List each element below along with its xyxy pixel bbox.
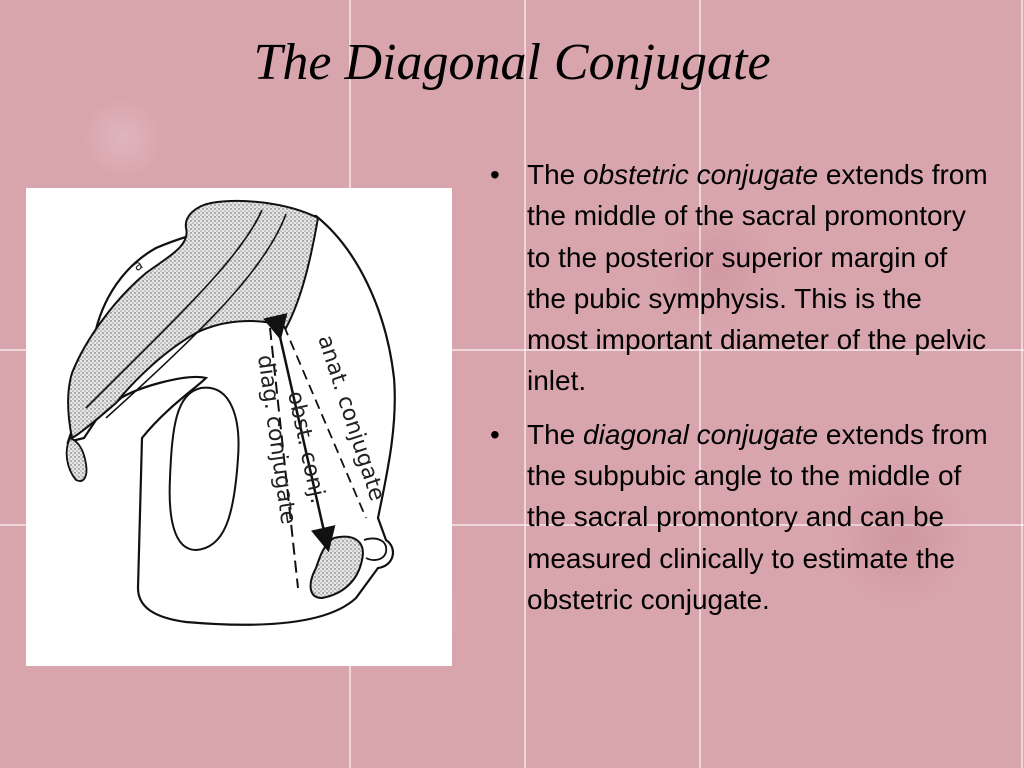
pubic-ramus: [363, 537, 388, 561]
bullet-term-diagonal: diagonal conjugate: [583, 418, 819, 450]
bullet-lead: The: [527, 418, 584, 450]
bullet-dot: •: [490, 418, 500, 450]
bullet-list: • The obstetric conjugate extends from t…: [490, 154, 990, 632]
obturator-foramen: [168, 386, 240, 552]
coccyx: [65, 436, 88, 482]
pelvis-diagram: anat. conjugate obst. conj. diag. conjug…: [26, 188, 452, 666]
sacral-line-2: [105, 213, 287, 419]
sacral-line-1: [85, 209, 263, 409]
bullet-dot: •: [490, 159, 500, 190]
pelvis-diagram-svg: anat. conjugate obst. conj. diag. conjug…: [65, 199, 396, 626]
bullet-rest: extends from the middle of the sacral pr…: [527, 159, 988, 397]
bullet-item-obstetric: • The obstetric conjugate extends from t…: [490, 154, 990, 402]
bullet-rest: extends from the subpubic angle to the m…: [527, 418, 988, 615]
obstetric-conjugate-arrow: [263, 313, 336, 553]
sacrum: [67, 199, 320, 440]
anatomic-conjugate-line: [283, 325, 367, 519]
bullet-term-obstetric: obstetric conjugate: [583, 159, 819, 190]
bullet-item-diagonal: • The diagonal conjugate extends from th…: [490, 414, 990, 620]
bullet-lead: The: [527, 159, 584, 190]
slide-title: The Diagonal Conjugate: [253, 34, 771, 91]
